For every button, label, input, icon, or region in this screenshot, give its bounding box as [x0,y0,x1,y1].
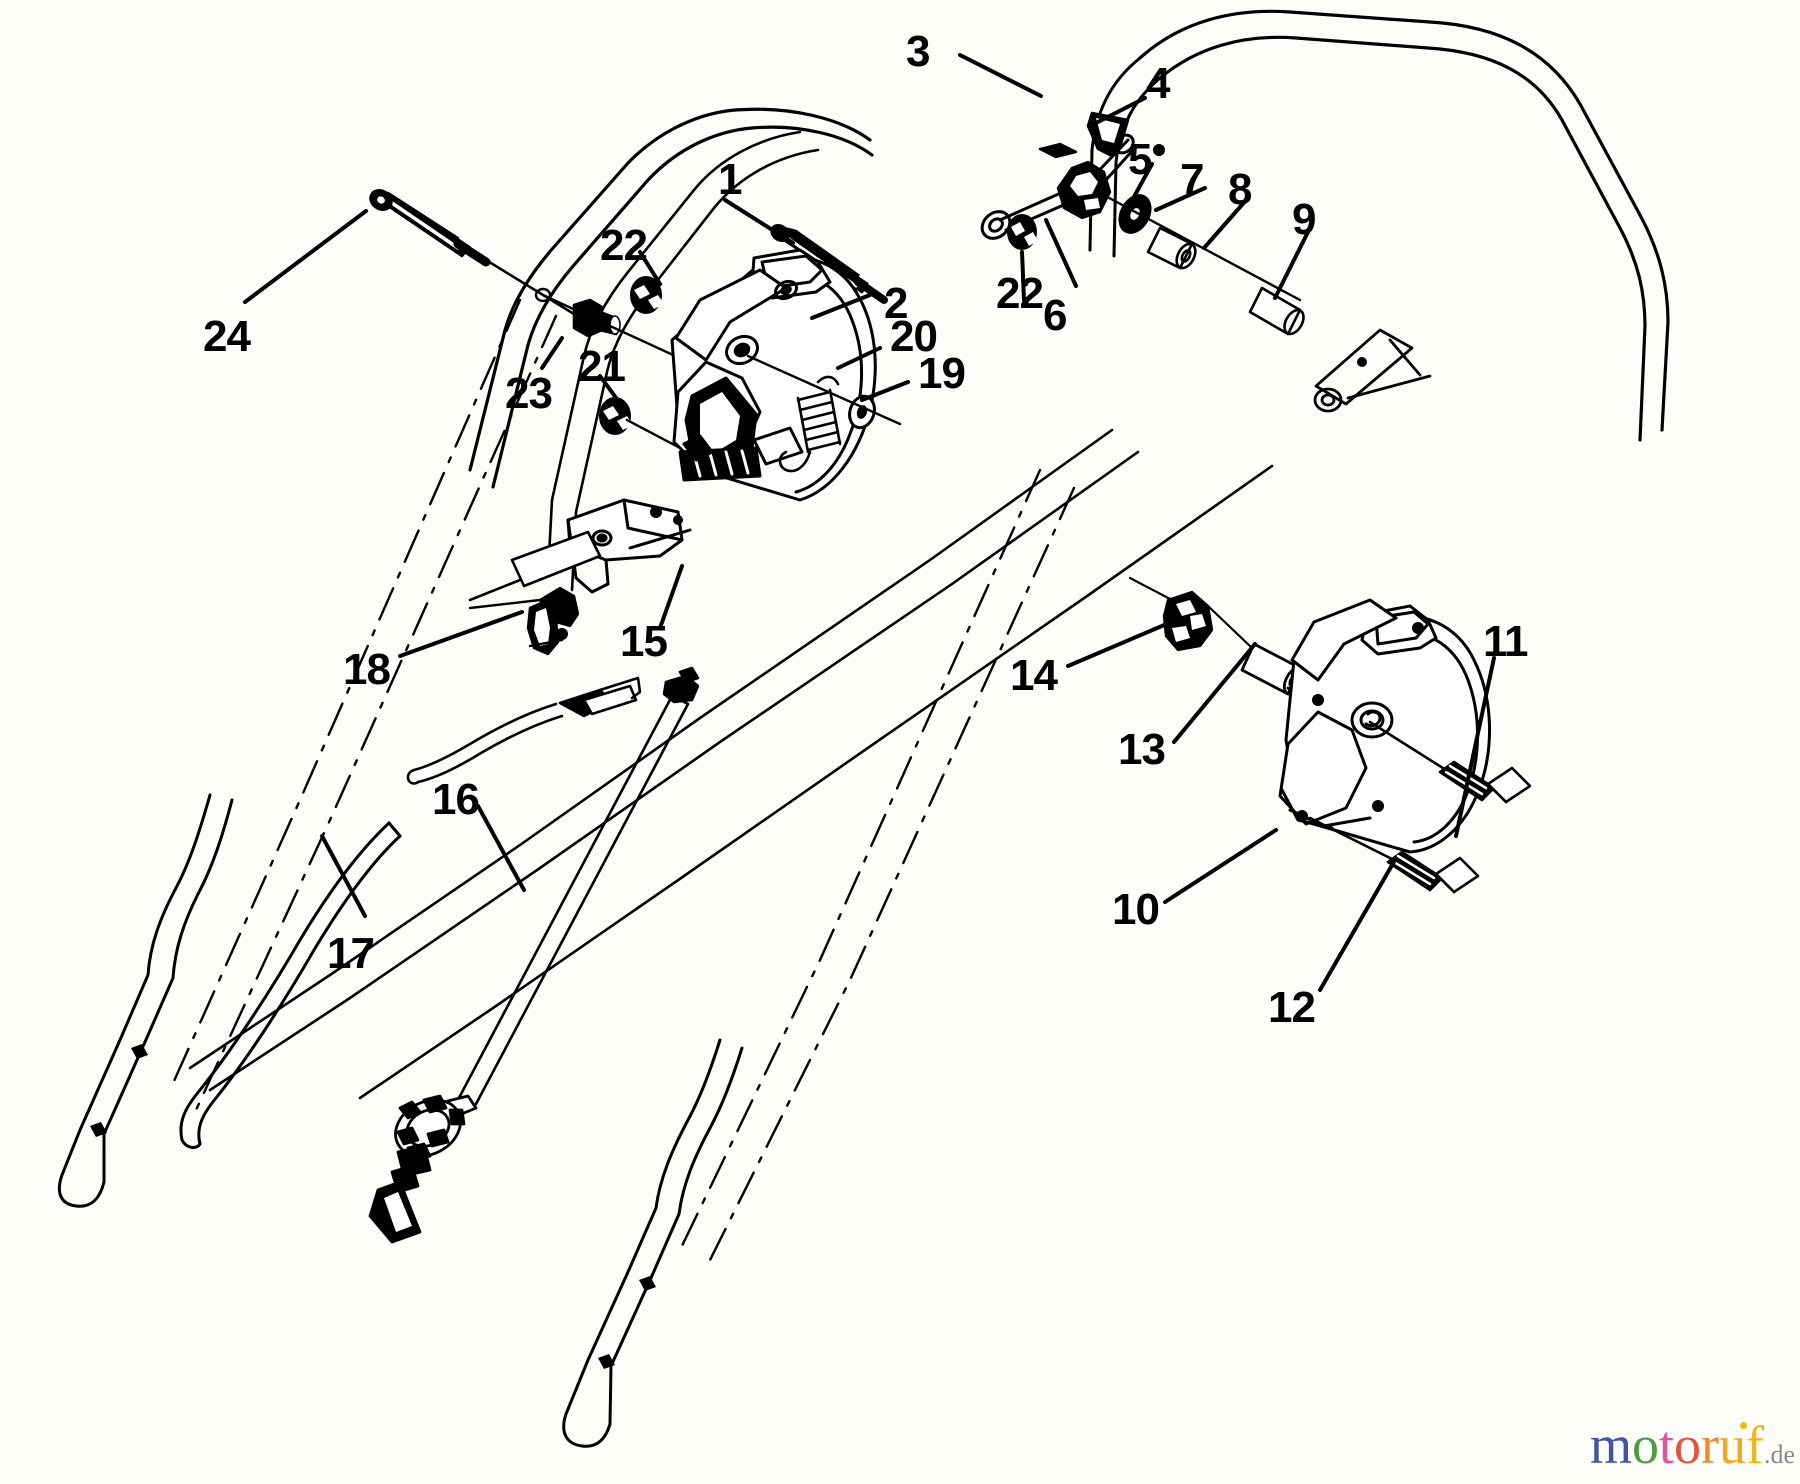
right-lower-tube-holes [598,1276,656,1369]
leader-22a [638,250,662,286]
leader-2 [810,293,872,320]
part-9-spacer [1248,286,1305,336]
watermark-letter-r: r [1701,1415,1720,1475]
leader-18 [398,610,524,658]
callout-9: 9 [1292,195,1317,244]
leader-8 [1202,196,1250,250]
right-lower-tube-centerline-2 [703,486,1076,1272]
part-10-housing [1278,598,1491,854]
callout-22-right: 22 [996,269,1044,318]
part-7-washer [1118,194,1152,234]
part-16-cable-end [406,676,642,785]
part-6-bracket [1056,160,1112,220]
callout-17: 17 [327,929,375,978]
leader-20 [836,346,882,370]
leader-24 [243,209,368,304]
callout-18: 18 [343,645,391,694]
callout-13: 13 [1118,725,1166,774]
part-8-rod [1096,190,1302,302]
part-12-bolt [1308,816,1480,894]
leader-4 [1094,96,1147,125]
part-15-rail [468,530,602,602]
right-lower-tube-centerline [678,468,1042,1252]
callout-8: 8 [1228,165,1253,214]
watermark-letter-m: m [1590,1415,1633,1475]
leader-5 [1128,162,1154,206]
part-14-bracket [1128,576,1254,652]
watermark-suffix: .de [1764,1440,1796,1469]
part-22-nut-upper [630,276,664,314]
leader-7 [1154,186,1207,212]
right-handle-bracket [1313,328,1432,413]
left-tube-centerline [168,298,522,1092]
part-3-pivot-dot [1153,144,1165,156]
part-4-clip [1086,111,1130,158]
leader-3 [958,53,1043,98]
part-5-pin [1038,142,1078,159]
left-tube-holes [90,1044,148,1137]
callout-20: 20 [890,312,938,361]
motoruf-watermark: motoruf.de [1590,1418,1795,1472]
leader-14 [1066,618,1178,668]
part-16-cable-shaft [455,666,700,1112]
watermark-dot-icon [1740,1422,1747,1429]
callout-2: 2 [884,279,909,328]
leader-lines [243,53,1496,992]
watermark-letter-t: t [1659,1415,1675,1475]
right-lower-handle-tube [562,1038,744,1448]
callout-15: 15 [620,617,668,666]
callout-7: 7 [1180,155,1205,204]
callout-10: 10 [1112,885,1160,934]
watermark-letter-o1: o [1632,1415,1660,1475]
part-20-spring [778,375,842,473]
left-tube-centerline-2 [194,314,558,1112]
leader-10 [1163,828,1278,904]
watermark-letter-f: f [1746,1415,1764,1475]
leader-9 [1273,230,1310,300]
leader-15 [658,564,684,630]
right-handle-bar [1138,9,1670,442]
callout-1: 1 [718,155,743,204]
leader-11 [1454,656,1496,838]
part-2-lever-housing [670,248,877,502]
callout-5: 5 [1128,135,1153,184]
left-handle-bar-inner [546,130,820,592]
lower-handle-rails [188,428,1274,1100]
leader-12 [1318,858,1397,992]
callout-4: 4 [1146,59,1171,108]
watermark-letter-o2: o [1674,1415,1702,1475]
leader-13 [1172,642,1257,744]
callout-22-upper: 22 [600,221,648,270]
part-8-bushing [1146,226,1197,270]
callout-19: 19 [918,349,966,398]
part-22-nut-right [1007,214,1038,250]
left-lower-handle-tube [57,793,234,1208]
leader-19 [860,380,910,402]
part-16-adjuster [368,1094,478,1244]
leader-23 [540,336,564,370]
callout-23: 23 [505,369,553,418]
leader-22b [1020,250,1026,302]
part-19-rod [746,354,902,426]
part-18-clip [468,586,580,656]
callout-11: 11 [1483,617,1529,666]
leader-6 [1044,218,1078,288]
part-21-bushing [572,298,621,338]
callout-16: 16 [432,775,480,824]
callout-6: 6 [1043,291,1068,340]
part-17-cable [179,821,402,1149]
left-handle-bar [468,107,874,489]
callout-14: 14 [1010,651,1058,700]
part-22-nut-lower [599,397,633,435]
leader-17 [320,834,367,918]
leader-1 [723,198,795,245]
leader-21 [598,374,624,408]
callout-24: 24 [203,312,251,361]
callout-12: 12 [1268,983,1316,1032]
leader-16 [476,804,526,892]
callout-21: 21 [578,342,626,391]
part-24-bolt [369,189,602,332]
callout-3: 3 [906,27,931,76]
